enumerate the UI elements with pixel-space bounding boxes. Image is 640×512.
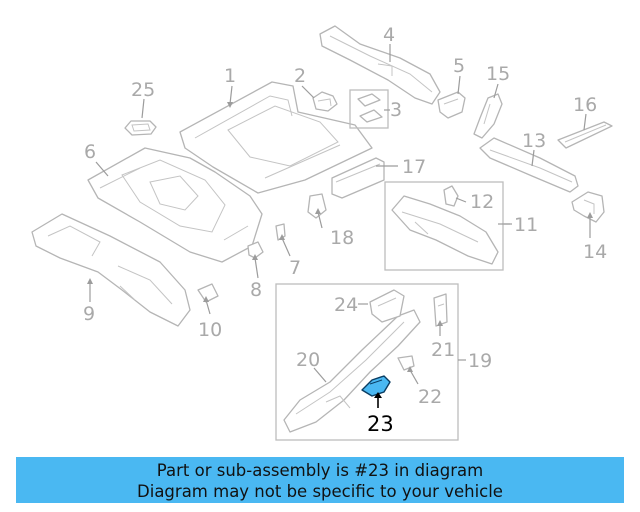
label-22: 22: [418, 386, 442, 408]
sub-assembly-box-19: [275, 283, 459, 441]
arrowheads: [87, 102, 593, 372]
label-3: 3: [390, 99, 402, 121]
part-16-rail: [557, 121, 613, 149]
label-23-highlighted: 23: [367, 412, 394, 436]
label-1: 1: [224, 65, 236, 87]
banner-line-1: Part or sub-assembly is #23 in diagram: [156, 461, 484, 480]
label-16: 16: [573, 94, 597, 116]
label-4: 4: [383, 24, 395, 46]
part-25-cap: [124, 120, 157, 136]
part-15-reinforcement: [473, 93, 503, 139]
part-2-bracket: [312, 91, 338, 112]
leader-lines: [89, 44, 591, 385]
label-24: 24: [334, 294, 358, 316]
part-18-plate: [307, 193, 327, 219]
label-5: 5: [453, 55, 465, 77]
arrowhead-23-icon: [374, 392, 382, 398]
label-12: 12: [470, 191, 494, 213]
label-20: 20: [296, 349, 320, 371]
part-11-cross-member: [391, 195, 499, 265]
part-20-rail: [283, 309, 421, 433]
label-2: 2: [294, 65, 306, 87]
label-17: 17: [402, 156, 426, 178]
part-9-rear-rail: [31, 213, 191, 327]
label-18: 18: [330, 227, 354, 249]
part-10-clip: [197, 283, 219, 303]
part-13-side-rail: [479, 137, 579, 193]
part-14-bracket: [571, 191, 605, 223]
label-19: 19: [468, 350, 492, 372]
part-3-brackets: [349, 89, 389, 129]
banner-line-2: Diagram may not be specific to your vehi…: [137, 482, 503, 501]
sub-assembly-box-11: [384, 181, 504, 271]
label-10: 10: [198, 319, 222, 341]
part-17-channel: [331, 157, 385, 199]
label-11: 11: [514, 214, 538, 236]
part-4-cross-member: [319, 25, 441, 105]
label-13: 13: [522, 130, 546, 152]
label-8: 8: [250, 279, 262, 301]
part-24-bracket: [369, 289, 405, 323]
info-banner: Part or sub-assembly is #23 in diagram D…: [16, 457, 624, 503]
label-15: 15: [486, 63, 510, 85]
label-7: 7: [289, 257, 301, 279]
part-6-rear-floor-pan: [87, 147, 263, 263]
label-9: 9: [83, 303, 95, 325]
part-12-bracket: [443, 185, 459, 207]
label-14: 14: [583, 241, 607, 263]
part-23-highlighted: [361, 375, 391, 397]
label-6: 6: [84, 141, 96, 163]
part-5-bracket: [437, 91, 466, 119]
label-21: 21: [431, 339, 455, 361]
part-22-clip: [397, 355, 415, 371]
label-25: 25: [131, 79, 155, 101]
part-1-floor-panel: [179, 81, 373, 194]
part-8-clip: [247, 241, 264, 259]
part-21-plate: [433, 293, 448, 327]
